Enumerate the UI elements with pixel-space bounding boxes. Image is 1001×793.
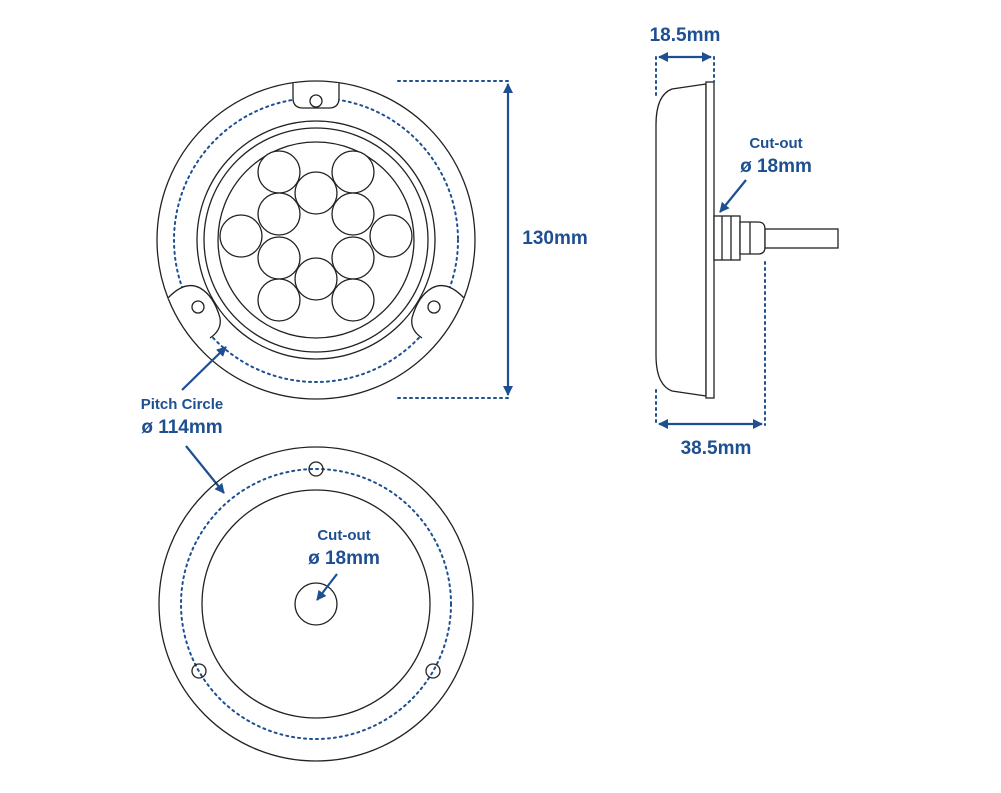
led <box>219 214 263 258</box>
rear-cutout-title: Cut-out <box>317 527 370 544</box>
rear-inner-plate <box>201 489 431 719</box>
side-back-plate <box>705 81 715 399</box>
side-cutout-value: ø 18mm <box>740 156 812 177</box>
front-bezel-outer <box>196 120 436 360</box>
front-mount-tab-right <box>411 284 465 339</box>
cable-gland-body <box>739 221 766 255</box>
depth-label: 38.5mm <box>681 438 752 459</box>
led-array <box>219 150 413 322</box>
rear-pitch-circle <box>180 468 452 740</box>
led <box>369 214 413 258</box>
side-view: 18.5mm 38.5mm Cut-out ø 18mm <box>650 25 839 459</box>
height-label: 130mm <box>522 228 588 249</box>
side-dome <box>655 83 707 397</box>
front-mount-tab-left <box>167 284 221 339</box>
led <box>257 192 301 236</box>
led <box>257 236 301 280</box>
rear-view: Cut-out ø 18mm <box>158 446 474 762</box>
thickness-label: 18.5mm <box>650 25 721 46</box>
pitch-arrow-front <box>181 346 227 391</box>
front-mount-tab-top <box>292 83 340 109</box>
pitch-circle-value: ø 114mm <box>141 417 222 438</box>
pitch-circle-title: Pitch Circle <box>141 396 224 413</box>
mount-screw-hole <box>425 663 441 679</box>
front-pitch-circle <box>173 97 459 383</box>
led <box>257 150 301 194</box>
mount-screw-hole <box>309 94 323 108</box>
mount-screw-hole <box>308 461 324 477</box>
led <box>331 192 375 236</box>
mount-screw-hole <box>191 663 207 679</box>
front-lens <box>217 141 415 339</box>
led <box>331 150 375 194</box>
led <box>331 278 375 322</box>
pitch-arrow-rear <box>185 445 225 494</box>
front-view: 130mm <box>156 80 588 400</box>
front-outer-rim <box>156 80 476 400</box>
mount-screw-hole <box>191 300 205 314</box>
rear-cutout-hole <box>294 582 338 626</box>
side-cutout-title: Cut-out <box>749 135 802 152</box>
led <box>331 236 375 280</box>
rear-outer-rim <box>158 446 474 762</box>
pitch-circle-callout: Pitch Circle ø 114mm <box>141 346 227 494</box>
side-cutout-arrow <box>719 179 747 213</box>
cable <box>764 228 839 249</box>
rear-cutout-value: ø 18mm <box>308 548 380 569</box>
front-bezel-inner <box>203 127 429 353</box>
cable-gland-nut <box>713 215 741 261</box>
led <box>294 171 338 215</box>
mount-screw-hole <box>427 300 441 314</box>
led <box>294 257 338 301</box>
rear-cutout-arrow <box>316 573 338 601</box>
led <box>257 278 301 322</box>
